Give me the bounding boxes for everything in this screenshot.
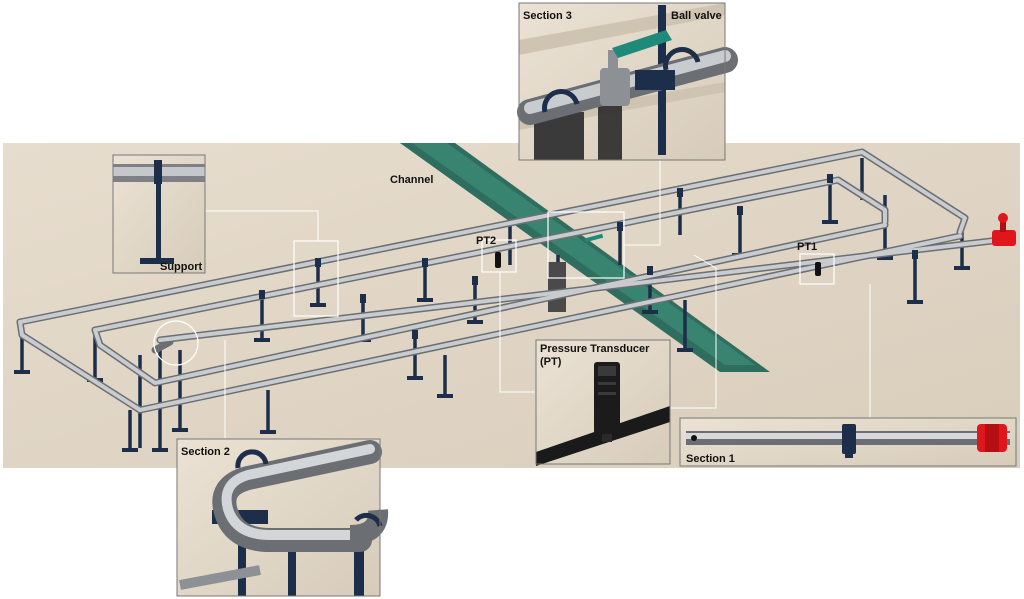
channel-inner (412, 143, 755, 365)
section1-inset: Section 1 (679, 417, 1017, 467)
pt2-sensor (495, 252, 501, 268)
pt1-highlight-box (799, 253, 835, 285)
section2-label: Section 2 (181, 446, 230, 458)
pt1-label: PT1 (797, 241, 817, 253)
support-base-plates (14, 220, 970, 452)
channel-post (548, 262, 566, 312)
pt-title-line1: Pressure Transducer (540, 343, 650, 355)
section3-label: Section 3 (523, 10, 572, 22)
section3-inset: Section 3 Ball valve (517, 2, 738, 161)
red-gate-valve (992, 213, 1016, 246)
support-inset: Support (112, 154, 206, 274)
pt-inset: Pressure Transducer (PT) (535, 339, 671, 466)
channel-label: Channel (390, 174, 433, 186)
leader-lines (205, 160, 871, 438)
section2-highlight-circle (153, 320, 199, 366)
pt-title-line2: (PT) (540, 356, 562, 368)
support-highlight-box (293, 240, 339, 317)
pipe-loops (16, 148, 1004, 414)
ball-valve-label: Ball valve (671, 10, 722, 22)
pipe-clamps (259, 174, 918, 339)
section2-inset: Section 2 (176, 438, 389, 597)
section1-label: Section 1 (686, 453, 735, 465)
pt2-label: PT2 (476, 235, 496, 247)
ball-valve-handle (584, 233, 604, 243)
pt1-sensor (815, 262, 821, 276)
pt2-highlight-box (481, 239, 517, 273)
support-label: Support (160, 261, 202, 273)
